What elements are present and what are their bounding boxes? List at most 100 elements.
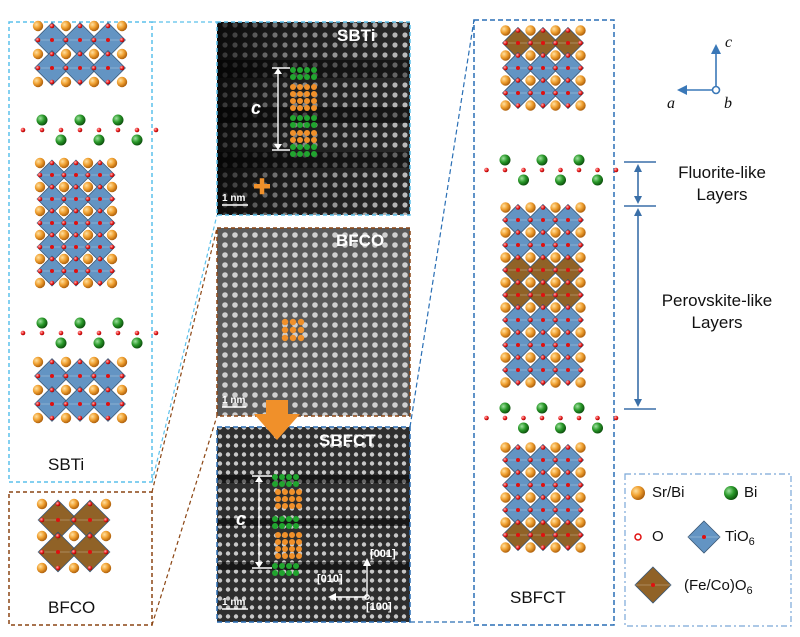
green-marker [286,570,292,576]
green-marker [304,74,310,80]
oxygen-atom [39,330,45,336]
oxygen-atom [55,501,61,507]
green-marker [279,570,285,576]
oxygen-atom [50,197,54,201]
legend-bi-label: Bi [744,484,758,501]
srbi-atom [550,202,561,213]
srbi-atom [106,229,118,241]
oxygen-atom [515,205,521,210]
srbi-atom [500,517,511,528]
oxygen-atom [105,79,111,85]
oxygen-atom [35,401,41,407]
oxygen-atom [565,330,571,335]
oxygen-atom [565,280,571,285]
orange-marker [304,105,310,111]
oxygen-atom [515,495,521,500]
bi-atom [55,134,67,146]
orange-marker [290,130,296,136]
oxygen-atom [503,457,508,463]
oxygen-atom [103,549,109,555]
oxygen-atom [50,402,54,406]
orange-marker [282,539,288,545]
oxygen-atom [566,243,570,247]
oxygen-atom [97,160,103,166]
oxygen-atom [553,292,558,298]
bfco-structure-label: BFCO [48,598,96,617]
oxygen-atom [528,292,533,298]
srbi-atom [34,253,46,265]
oxygen-atom [565,103,571,108]
direction-100: [100] [366,601,392,613]
legend-srbi-icon [631,486,645,500]
oxygen-atom [528,267,533,273]
green-marker [272,474,278,480]
srbi-atom [525,100,536,111]
green-marker [279,481,285,487]
srbi-atom [500,202,511,213]
srbi-atom [575,277,586,288]
srbi-atom [116,20,128,32]
oxygen-atom [503,292,508,298]
oxygen-atom [77,387,83,393]
srbi-atom [550,50,561,61]
oxygen-atom [96,127,102,133]
srbi-atom [116,412,128,424]
bi-atom [74,317,86,329]
oxygen-atom [528,342,533,348]
srbi-atom [116,384,128,396]
oxygen-atom [565,445,571,450]
orange-marker [297,137,303,143]
oxygen-atom [61,268,67,274]
sbti-structure-label: SBTi [48,455,85,474]
oxygen-atom [566,458,570,462]
srbi-atom [500,75,511,86]
oxygen-atom [515,355,521,360]
oxygen-atom [134,330,140,336]
oxygen-atom [515,230,521,235]
oxygen-atom [515,470,521,475]
green-marker [304,122,310,128]
orange-marker [297,318,305,326]
orange-marker [311,91,317,97]
srbi-atom [58,205,70,217]
orange-marker [281,326,289,334]
orange-marker [275,532,281,538]
orange-marker [275,546,281,552]
srbi-atom [106,181,118,193]
oxygen-atom [50,66,54,70]
oxygen-atom [528,457,533,463]
oxygen-atom [516,243,520,247]
orange-marker [281,334,289,342]
oxygen-atom [78,374,82,378]
oxygen-atom [566,91,570,95]
bi-atom [592,174,603,186]
srbi-atom [82,157,94,169]
oxygen-atom [521,415,526,421]
legend-o-icon [634,533,642,541]
oxygen-atom [105,387,111,393]
sbfct-structure-label: SBFCT [510,588,566,607]
srbi-atom [60,384,72,396]
srbi-atom [106,205,118,217]
srbi-atom [525,75,536,86]
oxygen-atom [528,317,533,323]
srbi-atom [58,157,70,169]
sbfct-structure-box [473,19,615,626]
srbi-atom [34,277,46,289]
green-marker [279,474,285,480]
oxygen-atom [77,127,83,133]
oxygen-atom [528,90,533,96]
green-marker [293,474,299,480]
oxygen-atom [115,127,121,133]
oxygen-atom [515,78,521,83]
srbi-atom [88,76,100,88]
green-marker [293,523,299,529]
connector-line [409,19,475,428]
orange-marker [296,546,302,552]
oxygen-atom [106,402,110,406]
srbi-atom [500,277,511,288]
srbi-atom [100,530,112,542]
oxygen-atom [578,482,583,488]
oxygen-atom [566,318,570,322]
oxygen-atom [74,197,78,201]
